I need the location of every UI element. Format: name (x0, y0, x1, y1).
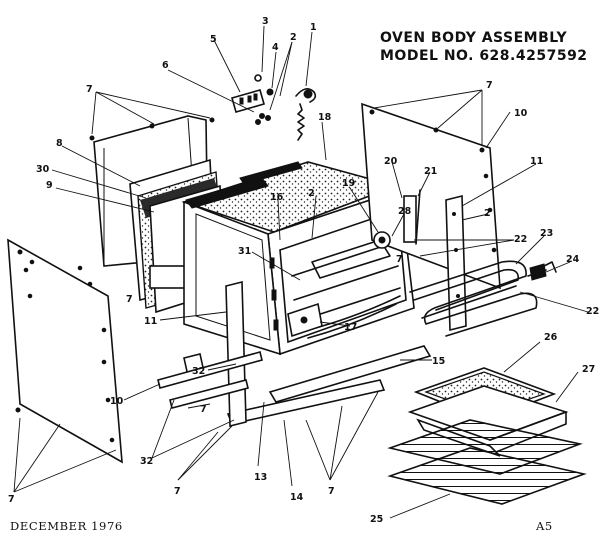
callout-11-right: 11 (530, 156, 543, 167)
footer-page-code: A5 (535, 519, 553, 533)
oven-racks (387, 419, 587, 505)
callout-6: 6 (162, 60, 169, 71)
footer-date: DECEMBER 1976 (10, 519, 123, 533)
callout-14: 14 (290, 492, 304, 503)
callout-4: 4 (272, 42, 279, 53)
callout-7-bottom-center: 7 (328, 486, 335, 497)
callout-7-bottom-left: 7 (174, 486, 181, 497)
callout-19: 19 (342, 178, 355, 189)
callout-2-middle: 2 (308, 188, 315, 199)
left-side-panel (7, 238, 123, 464)
top-trim (185, 161, 303, 209)
callout-16: 16 (270, 192, 284, 203)
callout-11-left: 11 (144, 316, 157, 327)
title-line-1: OVEN BODY ASSEMBLY (380, 30, 567, 46)
callout-labels: 1 2 3 4 5 6 7 7 10 18 8 30 9 20 19 21 11… (8, 16, 599, 525)
callout-7-upper-right: 7 (486, 80, 493, 91)
oven-body (181, 161, 415, 356)
callout-26: 26 (544, 332, 558, 343)
callout-27: 27 (582, 364, 595, 375)
callout-2-right: 2 (484, 208, 491, 219)
callout-15: 15 (432, 356, 445, 367)
bottom-trim (226, 345, 432, 425)
right-side-panel (361, 102, 501, 290)
callout-30: 30 (36, 164, 50, 175)
callout-17: 17 (344, 322, 357, 333)
small-parts-top (231, 74, 317, 141)
title-line-2: MODEL NO. 628.4257592 (380, 48, 588, 64)
thermostat-bulb (373, 231, 391, 249)
callout-23: 23 (540, 228, 553, 239)
callout-32-upper: 32 (192, 366, 205, 377)
callout-31: 31 (238, 246, 251, 257)
callout-24: 24 (566, 254, 580, 265)
callout-9: 9 (46, 180, 53, 191)
callout-8: 8 (56, 138, 63, 149)
callout-20: 20 (384, 156, 398, 167)
callout-28: 28 (398, 206, 412, 217)
right-vertical-rail (445, 194, 467, 332)
callout-10-left: 10 (110, 396, 124, 407)
callout-7-center: 7 (200, 404, 207, 415)
callout-7-inner: 7 (396, 254, 403, 265)
callout-25: 25 (370, 514, 383, 525)
callout-7-mid-left: 7 (126, 294, 133, 305)
callout-18: 18 (318, 112, 332, 123)
callout-32-lower: 32 (140, 456, 153, 467)
callout-10-right: 10 (514, 108, 528, 119)
callout-5: 5 (210, 34, 217, 45)
callout-7-bottom-corner: 7 (8, 494, 15, 505)
callout-21: 21 (424, 166, 437, 177)
callout-2-top: 2 (290, 32, 297, 43)
callout-1: 1 (310, 22, 317, 33)
bake-element (409, 260, 547, 337)
callout-13: 13 (254, 472, 267, 483)
sensor-bracket (403, 189, 421, 245)
callout-7-upper-left: 7 (86, 84, 93, 95)
callout-22-upper: 22 (514, 234, 527, 245)
callout-3: 3 (262, 16, 269, 27)
element-bracket (287, 302, 323, 338)
leader-lines (13, 25, 589, 519)
callout-22-lower: 22 (586, 306, 599, 317)
